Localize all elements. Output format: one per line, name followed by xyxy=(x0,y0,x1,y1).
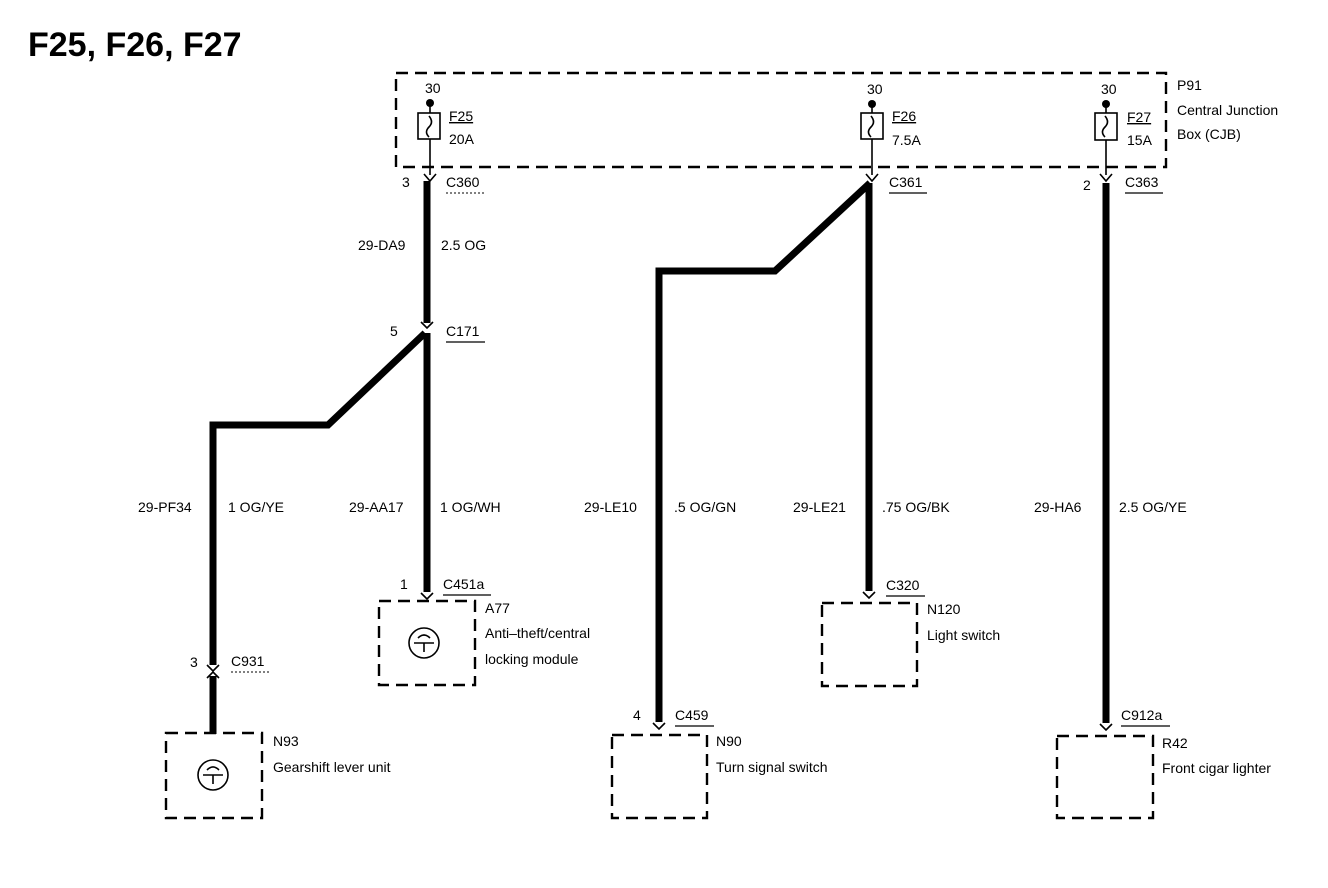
wire-29-da9-circuit: 29-DA9 xyxy=(358,237,406,253)
connector-c360: 3 C360 xyxy=(402,173,485,194)
component-n120-id: N120 xyxy=(927,601,961,617)
connector-c171: 5 C171 xyxy=(390,321,485,343)
component-n90-line1: Turn signal switch xyxy=(716,759,828,775)
component-n93-id: N93 xyxy=(273,733,299,749)
fuse-f27: 30 F27 15A xyxy=(1094,81,1153,175)
fuse-f25-terminal: 30 xyxy=(425,80,441,96)
wire-29-aa17-spec: 1 OG/WH xyxy=(440,499,501,515)
fuse-f27-rating: 15A xyxy=(1127,132,1153,148)
module-icon xyxy=(197,759,229,791)
cjb-name-line2: Box (CJB) xyxy=(1177,126,1241,142)
fuse-f26-terminal: 30 xyxy=(867,81,883,97)
connector-c912a-name: C912a xyxy=(1121,707,1162,723)
wire-29-ha6-circuit: 29-HA6 xyxy=(1034,499,1082,515)
cjb-name-line1: Central Junction xyxy=(1177,102,1278,118)
wire-29-ha6-spec: 2.5 OG/YE xyxy=(1119,499,1187,515)
wire-29-pf34 xyxy=(209,330,428,665)
connector-c459-pin: 4 xyxy=(633,707,641,723)
connector-c931-pin: 3 xyxy=(190,654,198,670)
wire-29-le10-circuit: 29-LE10 xyxy=(584,499,637,515)
component-a77-id: A77 xyxy=(485,600,510,616)
wire-29-da9-spec: 2.5 OG xyxy=(441,237,486,253)
fuse-f25-rating: 20A xyxy=(449,131,475,147)
connector-c451a-name: C451a xyxy=(443,576,484,592)
component-a77-line1: Anti–theft/central xyxy=(485,625,590,641)
cjb-box xyxy=(394,71,1168,169)
connector-c171-pin: 5 xyxy=(390,323,398,339)
wire-29-le21-circuit: 29-LE21 xyxy=(793,499,846,515)
connector-c912a: C912a xyxy=(1099,707,1170,732)
connector-c931-name: C931 xyxy=(231,653,265,669)
fuse-f27-terminal: 30 xyxy=(1101,81,1117,97)
wire-29-le10 xyxy=(655,180,873,722)
connector-c451a-pin: 1 xyxy=(400,576,408,592)
component-r42-id: R42 xyxy=(1162,735,1188,751)
fuse-f27-name: F27 xyxy=(1127,109,1151,125)
fuse-f26-rating: 7.5A xyxy=(892,132,921,148)
connector-c360-pin: 3 xyxy=(402,174,410,190)
component-n93-line1: Gearshift lever unit xyxy=(273,759,391,775)
fuse-f25: 30 F25 20A xyxy=(417,80,475,175)
component-r42: R42 Front cigar lighter xyxy=(1055,734,1271,820)
connector-c361: C361 xyxy=(865,173,927,194)
diagram-title: F25, F26, F27 xyxy=(28,26,242,64)
connector-c363-name: C363 xyxy=(1125,174,1159,190)
connector-c320-name: C320 xyxy=(886,577,920,593)
wire-29-le21-spec: .75 OG/BK xyxy=(882,499,950,515)
component-n120: N120 Light switch xyxy=(820,601,1000,688)
connector-c451a: 1 C451a xyxy=(400,576,491,601)
component-n120-line1: Light switch xyxy=(927,627,1000,643)
connector-c931: 3 C931 xyxy=(190,653,270,679)
component-n90: N90 Turn signal switch xyxy=(610,733,828,820)
connector-c363-pin: 2 xyxy=(1083,177,1091,193)
wire-29-le10-spec: .5 OG/GN xyxy=(674,499,736,515)
wire-29-aa17-circuit: 29-AA17 xyxy=(349,499,404,515)
fuse-f26-name: F26 xyxy=(892,108,916,124)
component-n90-id: N90 xyxy=(716,733,742,749)
component-r42-line1: Front cigar lighter xyxy=(1162,760,1271,776)
connector-c459: 4 C459 xyxy=(633,707,714,731)
wire-29-pf34-spec: 1 OG/YE xyxy=(228,499,284,515)
connector-c360-name: C360 xyxy=(446,174,480,190)
component-n93: N93 Gearshift lever unit xyxy=(164,731,391,820)
connector-c171-name: C171 xyxy=(446,323,480,339)
fuse-f26: 30 F26 7.5A xyxy=(860,81,921,175)
connector-c363: 2 C363 xyxy=(1083,173,1163,194)
module-icon xyxy=(408,627,440,659)
connector-c361-name: C361 xyxy=(889,174,923,190)
wire-29-pf34-circuit: 29-PF34 xyxy=(138,499,192,515)
component-a77-line2: locking module xyxy=(485,651,579,667)
connector-c320: C320 xyxy=(862,577,925,600)
fuse-f25-name: F25 xyxy=(449,108,473,124)
connector-c459-name: C459 xyxy=(675,707,709,723)
component-a77: A77 Anti–theft/central locking module xyxy=(377,599,590,687)
cjb-id: P91 xyxy=(1177,77,1202,93)
